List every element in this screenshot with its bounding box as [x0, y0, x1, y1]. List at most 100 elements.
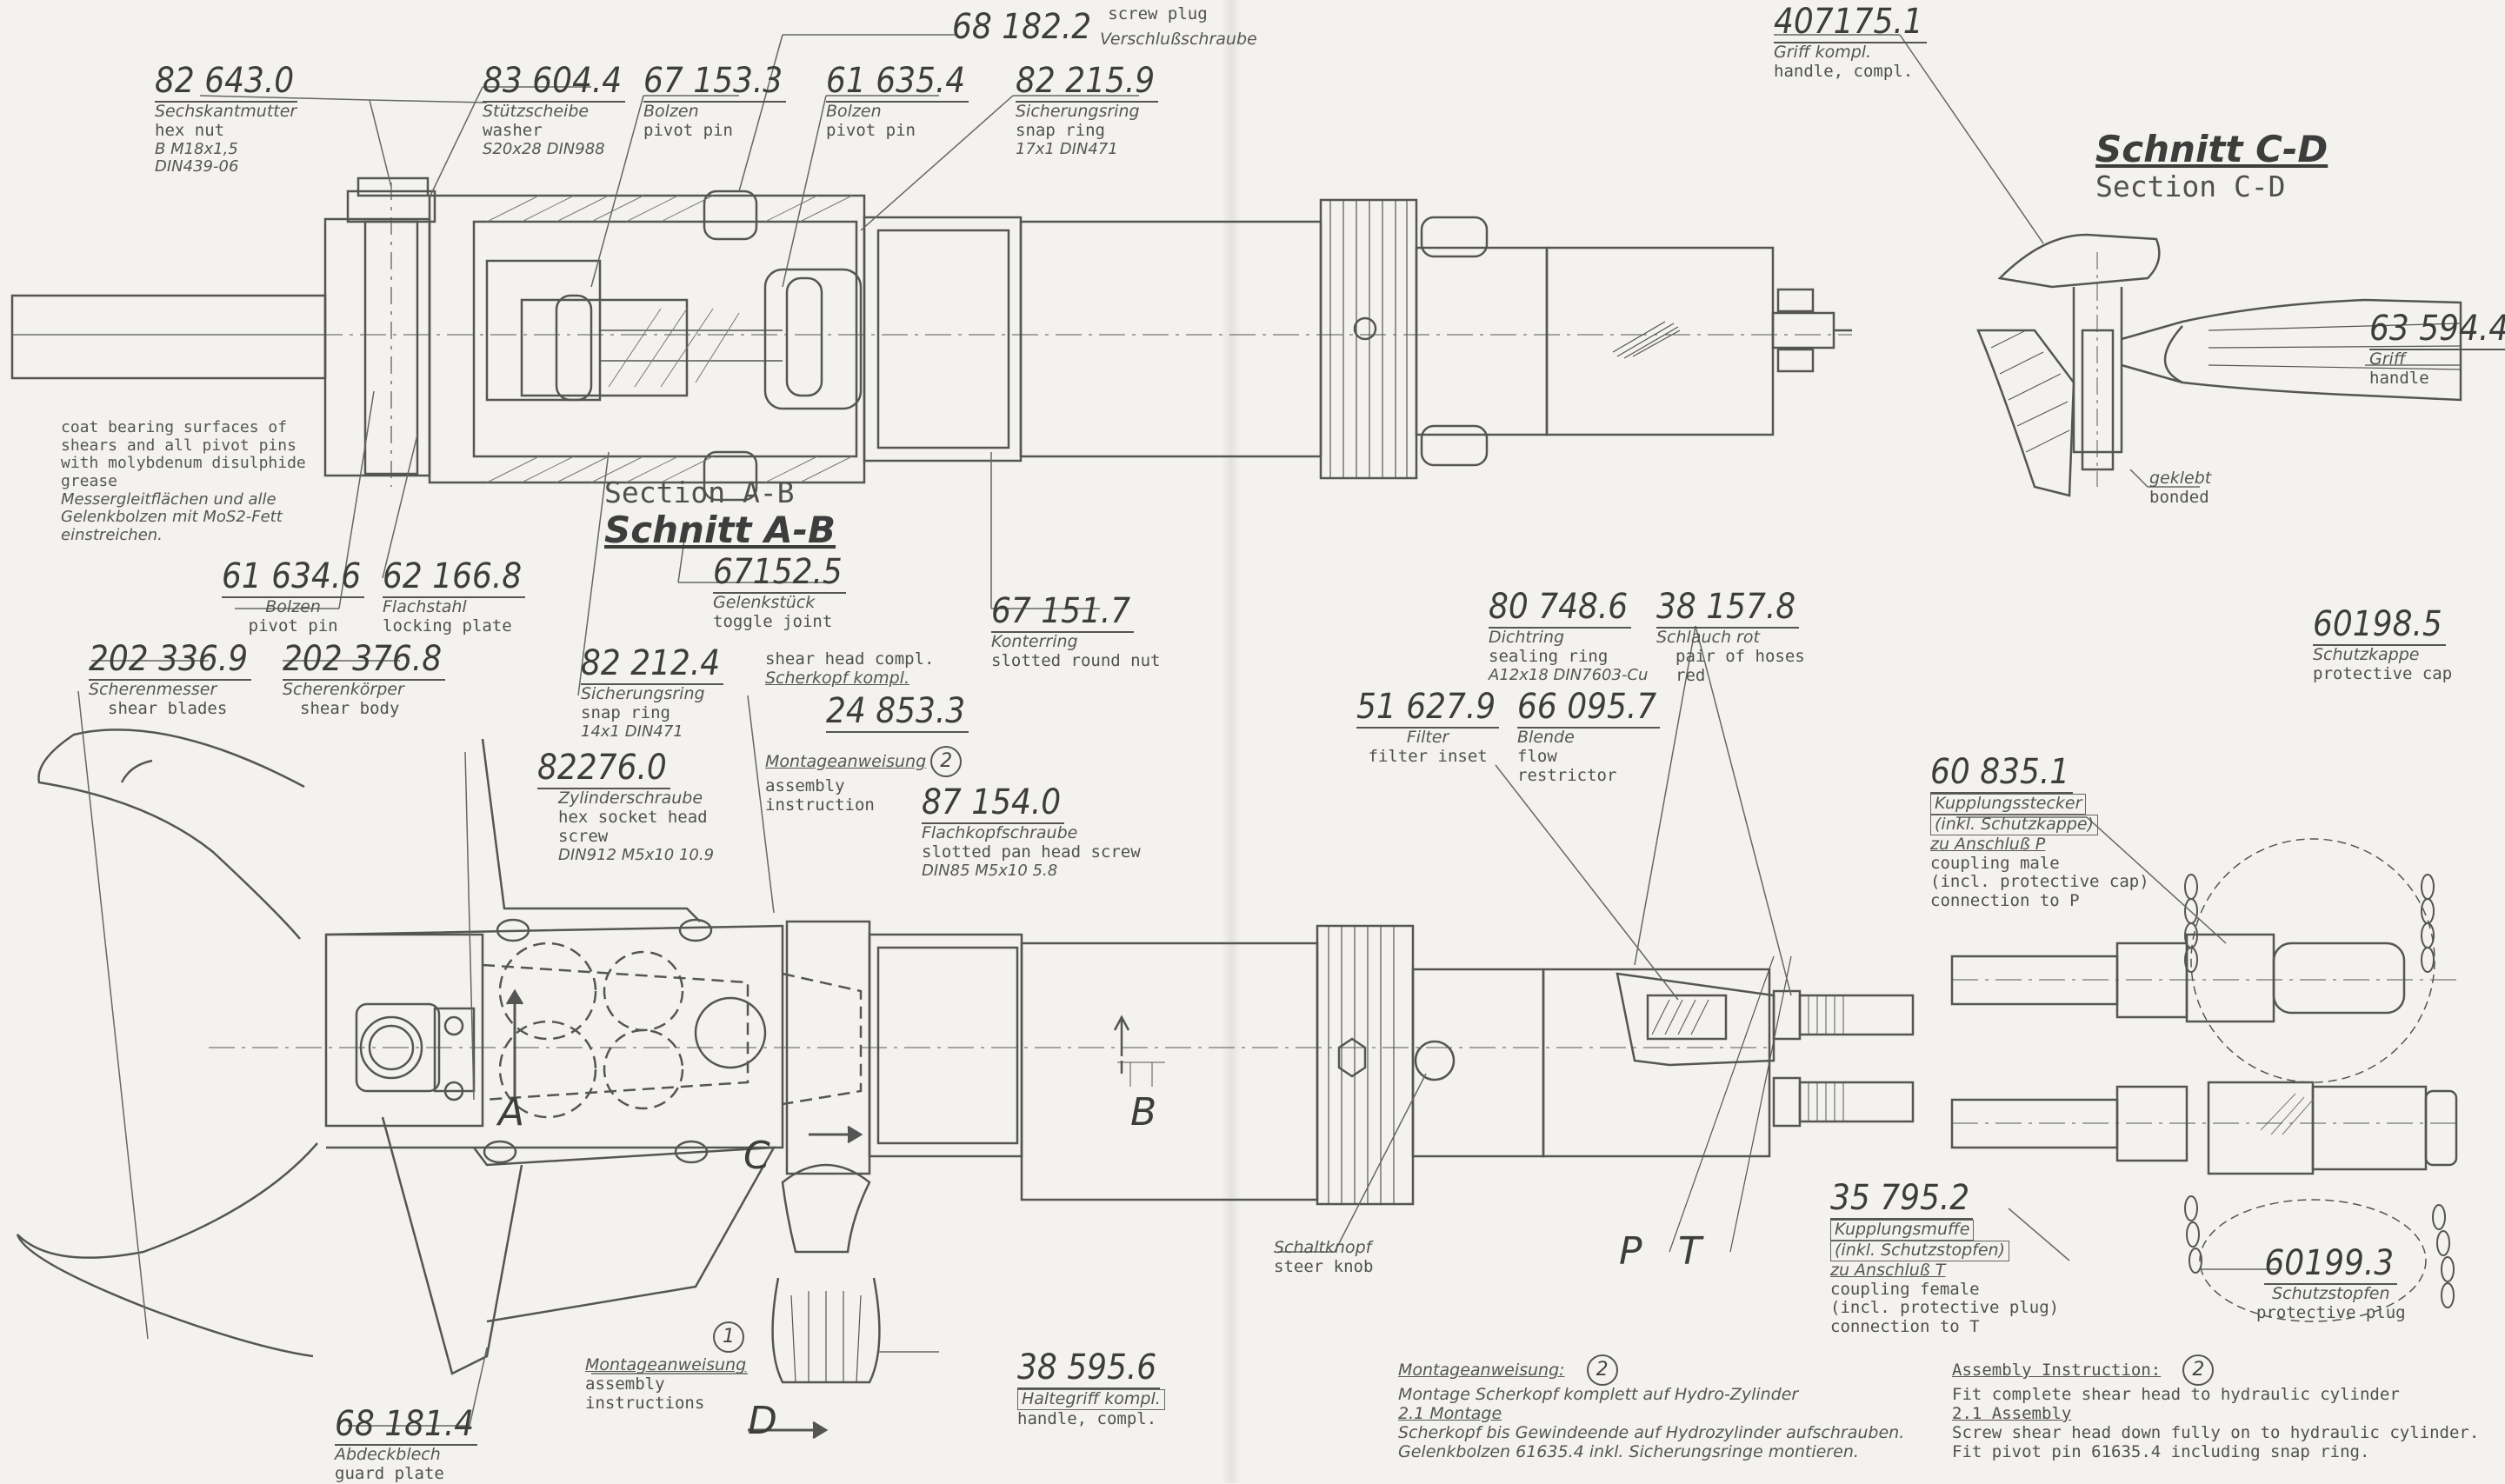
label-glued: geklebt bonded: [2149, 469, 2211, 508]
instructions-en: Assembly Instruction: 2 Fit complete she…: [1952, 1354, 2479, 1461]
instructions-de-line1: Montage Scherkopf komplett auf Hydro-Zyl…: [1398, 1385, 1799, 1404]
name-en-202376-8: shear body: [300, 698, 400, 718]
assembly2-circle-number: 2: [930, 746, 963, 777]
label-63594-4: 63 594.4 Griff handle: [2369, 309, 2505, 389]
part-number-82643-0: 82 643.0: [155, 61, 298, 103]
name-en-63594-4: handle: [2369, 368, 2429, 388]
name-de-80748-6: Dichtring: [1489, 628, 1565, 647]
name-en-67151-7: slotted round nut: [991, 650, 1161, 670]
label-switch-knob: Schaltknopf steer knob: [1274, 1238, 1373, 1277]
name-de-82643-0: Sechskantmutter: [155, 102, 297, 121]
assembly1-en-1: assembly: [585, 1374, 665, 1394]
name-en-35795-2-c: connection to T: [1830, 1317, 1980, 1337]
name-de-62166-8: Flachstahl: [383, 597, 467, 616]
part-number-82276-0: 82276.0: [537, 748, 670, 789]
coat-note-de-3: einstreichen.: [61, 526, 163, 545]
label-80748-6: 80 748.6 Dichtring sealing ring A12x18 D…: [1489, 587, 1648, 684]
section-cd-label: Schnitt C-D Section C-D: [2095, 128, 2328, 204]
name-en-87154-0: slotted pan head screw: [922, 842, 1141, 862]
label-shear-head: shear head compl. Scherkopf kompl.: [765, 649, 934, 689]
instructions-de-circle: 2: [1586, 1354, 1618, 1386]
port-letter-p: P: [1619, 1229, 1642, 1274]
name-de-60835-1-a: Kupplungsstecker: [1930, 794, 2087, 815]
name-en-35795-2-b: (incl. protective plug): [1830, 1298, 2060, 1318]
spec-82643-0-a: B M18x1,5: [155, 139, 238, 158]
part-number-60198-5: 60198.5: [2313, 604, 2446, 646]
instructions-en-circle: 2: [2182, 1354, 2215, 1386]
name-en-82276-0-b: screw: [558, 826, 609, 846]
section-cd-title: Schnitt C-D: [2095, 128, 2328, 170]
name-de-63594-4: Griff: [2369, 349, 2406, 369]
name-de-407175-1: Griff kompl.: [1774, 43, 1872, 62]
part-number-35795-2: 35 795.2: [1830, 1178, 1974, 1220]
name-en-67153-3: pivot pin: [643, 120, 733, 140]
label-66095-7: 66 095.7 Blende flow restrictor: [1517, 687, 1661, 786]
name-de-61634-6: Bolzen: [265, 597, 321, 616]
name-en-61635-4: pivot pin: [826, 120, 916, 140]
spec-80748-6: A12x18 DIN7603-Cu: [1489, 665, 1649, 684]
name-en-60835-1-a: coupling male: [1930, 853, 2060, 873]
label-62166-8: 62 166.8 Flachstahl locking plate: [383, 556, 526, 636]
port-letter-t: T: [1678, 1229, 1702, 1274]
part-number-68181-4: 68 181.4: [335, 1404, 478, 1446]
name-de-82212-4: Sicherungsring: [581, 684, 705, 703]
spec-82212-4: 14x1 DIN471: [581, 722, 683, 741]
instructions-en-heading: Assembly Instruction:: [1952, 1361, 2162, 1380]
coat-note-en-3: with molybdenum disulphide: [61, 454, 306, 473]
name-de-82215-9: Sicherungsring: [1016, 102, 1140, 121]
name-de-60835-1-b: (inkl. Schutzkappe): [1930, 814, 2098, 835]
label-202336-9: 202 336.9 Scherenmesser shear blades: [89, 639, 252, 719]
instructions-en-line2: 2.1 Assembly: [1952, 1403, 2072, 1423]
name-de-202336-9: Scherenmesser: [89, 680, 217, 699]
spec-82643-0-b: DIN439-06: [155, 157, 239, 176]
part-number-62166-8: 62 166.8: [383, 556, 526, 598]
coat-note: coat bearing surfaces of shears and all …: [61, 418, 306, 545]
coat-note-de-2: Gelenkbolzen mit MoS2-Fett: [61, 508, 283, 527]
label-38157-8: 38 157.8 Schlauch rot pair of hoses red: [1656, 587, 1805, 686]
shear-head-de: Scherkopf kompl.: [765, 668, 909, 688]
instructions-de: Montageanweisung: 2 Montage Scherkopf ko…: [1398, 1354, 1904, 1461]
name-en-66095-7-b: restrictor: [1517, 765, 1617, 785]
leader-lines: [77, 34, 2461, 1427]
label-51627-9: 51 627.9 Filter filter inset: [1356, 687, 1500, 767]
label-83604-4: 83 604.4 Stützscheibe washer S20x28 DIN9…: [483, 61, 626, 158]
instructions-de-line2: 2.1 Montage: [1398, 1403, 1502, 1423]
name-de-38157-8: Schlauch rot: [1656, 628, 1760, 647]
spec-82276-0: DIN912 M5x10 10.9: [558, 845, 715, 864]
name-en-82643-0: hex nut: [155, 120, 225, 140]
instructions-en-line1: Fit complete shear head to hydraulic cyl…: [1952, 1385, 2400, 1404]
assembly1-en-2: instructions: [585, 1393, 705, 1413]
name-en-82276-0-a: hex socket head: [558, 807, 708, 827]
coat-note-en-1: coat bearing surfaces of: [61, 418, 288, 436]
part-number-202336-9: 202 336.9: [89, 639, 252, 681]
name-de-60199-3: Schutzstopfen: [2272, 1284, 2390, 1303]
section-letter-b: B: [1130, 1090, 1157, 1135]
name-en-202336-9: shear blades: [108, 698, 228, 718]
name-en-82215-9: snap ring: [1016, 120, 1105, 140]
label-82212-4: 82 212.4 Sicherungsring snap ring 14x1 D…: [581, 643, 724, 741]
section-ab-title: Schnitt A-B: [604, 508, 836, 551]
name-en-38595-6: handle, compl.: [1017, 1408, 1157, 1428]
part-number-61635-4: 61 635.4: [826, 61, 969, 103]
section-ab-subtitle: Section A-B: [604, 476, 795, 509]
part-number-60835-1: 60 835.1: [1930, 752, 2074, 794]
part-number-407175-1: 407175.1: [1774, 2, 1927, 43]
part-number-202376-8: 202 376.8: [283, 639, 446, 681]
name-en-60198-5: protective cap: [2313, 663, 2453, 683]
assembly1-circle: 1: [713, 1321, 744, 1353]
name-en-51627-9: filter inset: [1368, 746, 1488, 766]
label-assembly-2: Montageanweisung 2 assembly instruction: [765, 746, 963, 815]
name-en-60835-1-c: connection to P: [1930, 891, 2080, 911]
part-number-68182-2: 68 182.2: [952, 7, 1092, 47]
name-en-68182-2: screw plug: [1108, 4, 1208, 23]
name-en-60835-1-b: (incl. protective cap): [1930, 872, 2149, 892]
part-number-51627-9: 51 627.9: [1356, 687, 1500, 729]
part-number-60199-3: 60199.3: [2264, 1243, 2398, 1285]
part-number-67153-3: 67 153.3: [643, 61, 787, 103]
name-de-38595-6: Haltegriff kompl.: [1017, 1389, 1165, 1410]
name-de-67151-7: Konterring: [991, 632, 1078, 651]
label-67151-7: 67 151.7 Konterring slotted round nut: [991, 591, 1160, 671]
section-cd-subtitle: Section C-D: [2095, 170, 2286, 204]
name-en-66095-7-a: flow: [1517, 746, 1557, 766]
instructions-en-line3: Screw shear head down fully on to hydrau…: [1952, 1422, 2480, 1442]
